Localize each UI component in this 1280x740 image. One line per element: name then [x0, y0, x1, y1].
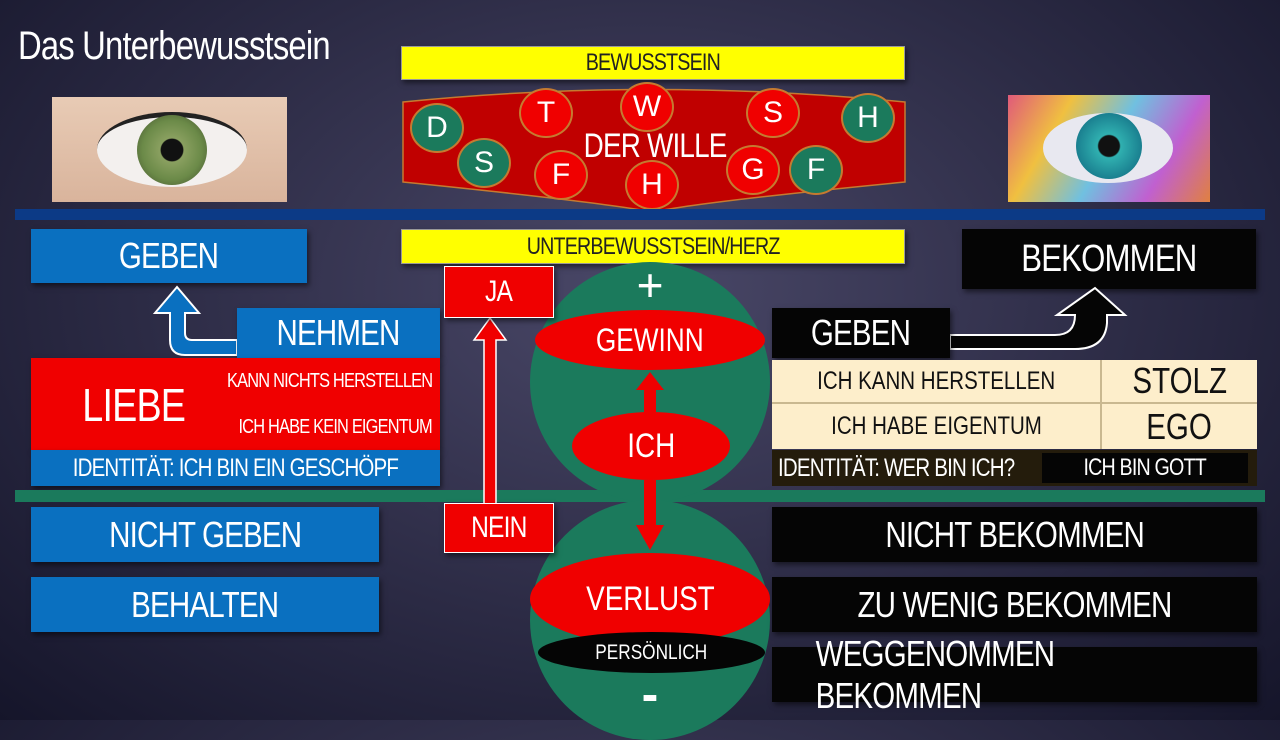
nein-box: NEIN: [444, 503, 554, 553]
persoenlich-label: PERSÖNLICH: [595, 640, 708, 664]
unterbewusstsein-label: UNTERBEWUSSTSEIN/HERZ: [526, 232, 781, 260]
unterbewusstsein-bar: UNTERBEWUSSTSEIN/HERZ: [401, 229, 905, 264]
minus-sign: -: [641, 666, 659, 722]
identitaet-wer-text: IDENTITÄT: WER BIN ICH?: [778, 454, 1015, 482]
bekommen-box: BEKOMMEN: [962, 229, 1256, 289]
identitaet-geschoepf-box: IDENTITÄT: ICH BIN EIN GESCHÖPF: [31, 450, 440, 486]
table-row: ICH HABE EIGENTUM: [772, 404, 1102, 449]
letter-circle: S: [746, 88, 800, 138]
red-arrows-icon: [472, 316, 664, 550]
letter-circle: H: [841, 93, 895, 143]
gewinn-label: GEWINN: [596, 321, 704, 358]
persoenlich-ellipse: PERSÖNLICH: [538, 632, 765, 673]
blue-divider: [15, 209, 1265, 220]
weggenommen-box: WEGGENOMMEN BEKOMMEN: [772, 633, 1257, 716]
ja-label: JA: [485, 275, 513, 308]
kein-eigentum-label: ICH HABE KEIN EIGENTUM: [196, 416, 433, 439]
gewinn-ellipse: GEWINN: [535, 310, 765, 370]
behalten-label: BEHALTEN: [131, 583, 279, 625]
letter-circle: F: [534, 150, 588, 200]
letter-circle: F: [789, 145, 843, 195]
zu-wenig-label: ZU WENIG BEKOMMEN: [857, 583, 1172, 625]
row-text: ICH KANN HERSTELLEN: [816, 366, 1056, 395]
bekommen-label: BEKOMMEN: [1021, 237, 1197, 280]
verlust-ellipse: VERLUST: [530, 553, 770, 645]
geben-right-box: GEBEN: [772, 308, 950, 358]
table-tag: STOLZ: [1102, 360, 1257, 404]
ego-table: ICH KANN HERSTELLEN STOLZ ICH HABE EIGEN…: [772, 360, 1257, 449]
ich-ellipse: ICH: [572, 412, 730, 480]
colorful-eye-image: [1008, 95, 1210, 202]
geben-right-label: GEBEN: [811, 312, 911, 353]
bewusstsein-bar: BEWUSSTSEIN: [401, 46, 905, 80]
slide-title: Das Unterbewusstsein: [18, 24, 398, 69]
kann-nichts-label: KANN NICHTS HERSTELLEN: [182, 370, 433, 393]
letter-circle: S: [457, 138, 511, 188]
letter-circle: W: [620, 82, 674, 132]
arrow-up-right-icon: [949, 286, 1128, 350]
letter-circle: D: [410, 103, 464, 153]
identitaet-gott-box: IDENTITÄT: WER BIN ICH? ICH BIN GOTT: [772, 450, 1257, 486]
identitaet-geschoepf-label: IDENTITÄT: ICH BIN EIN GESCHÖPF: [72, 453, 399, 482]
der-wille-label: DER WILLE: [560, 127, 750, 166]
nehmen-box: NEHMEN: [237, 308, 440, 358]
geben-box: GEBEN: [31, 229, 307, 283]
kein-eigentum-text: ICH HABE KEIN EIGENTUM: [238, 416, 433, 438]
letter-circle: G: [726, 145, 780, 195]
arrow-up-left-icon: [152, 285, 238, 356]
behalten-box: BEHALTEN: [31, 577, 379, 632]
row-tag: STOLZ: [1132, 360, 1227, 401]
nicht-geben-box: NICHT GEBEN: [31, 507, 379, 562]
bewusstsein-label: BEWUSSTSEIN: [585, 49, 721, 76]
kann-nichts-text: KANN NICHTS HERSTELLEN: [226, 370, 433, 392]
nicht-bekommen-label: NICHT BEKOMMEN: [885, 513, 1144, 555]
nehmen-label: NEHMEN: [276, 312, 401, 353]
zu-wenig-box: ZU WENIG BEKOMMEN: [772, 577, 1257, 632]
table-tag: EGO: [1102, 404, 1257, 449]
ich-label: ICH: [626, 426, 676, 465]
natural-eye-image: [52, 97, 287, 202]
der-wille-text: DER WILLE: [583, 127, 728, 165]
row-text: ICH HABE EIGENTUM: [830, 412, 1042, 440]
ich-bin-gott-label: ICH BIN GOTT: [1083, 454, 1207, 481]
slide-title-text: Das Unterbewusstsein: [18, 24, 331, 68]
liebe-box: LIEBE KANN NICHTS HERSTELLEN ICH HABE KE…: [31, 358, 440, 450]
ich-bin-gott-box: ICH BIN GOTT: [1042, 453, 1248, 483]
nicht-bekommen-box: NICHT BEKOMMEN: [772, 507, 1257, 562]
liebe-label: LIEBE: [71, 378, 196, 432]
ja-box: JA: [444, 266, 554, 318]
nicht-geben-label: NICHT GEBEN: [108, 513, 302, 555]
row-tag: EGO: [1146, 405, 1213, 447]
identitaet-wer-label: IDENTITÄT: WER BIN ICH?: [778, 454, 1066, 483]
letter-circle: T: [519, 88, 573, 138]
letter-circle: H: [625, 160, 679, 210]
plus-sign: +: [636, 259, 664, 311]
verlust-label: VERLUST: [585, 579, 715, 618]
liebe-text: LIEBE: [82, 379, 186, 431]
table-row: ICH KANN HERSTELLEN: [772, 360, 1102, 404]
geben-label: GEBEN: [119, 235, 219, 276]
weggenommen-label: WEGGENOMMEN BEKOMMEN: [815, 632, 1055, 716]
nein-label: NEIN: [471, 511, 527, 544]
